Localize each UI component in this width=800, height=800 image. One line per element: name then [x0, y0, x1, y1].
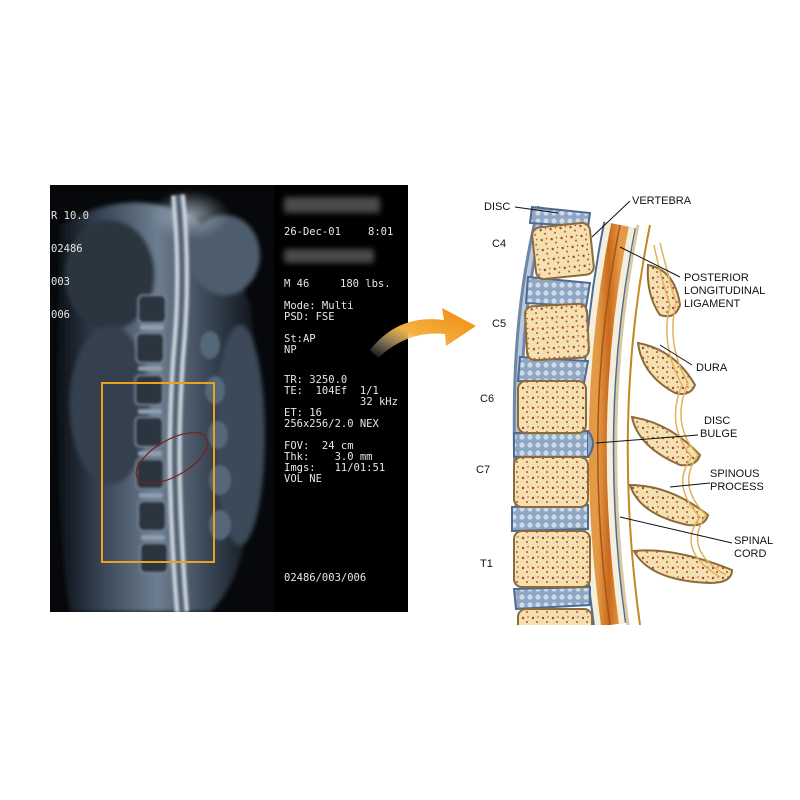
bandwidth-info: 32 kHz — [360, 396, 398, 408]
thickness-info: Thk: 3.0 mm — [284, 451, 373, 463]
et-info: ET: 16 — [284, 407, 322, 419]
label-c4: C4 — [492, 238, 507, 250]
header-line: 02486 — [51, 243, 83, 255]
label-spinous: SPINOUS — [710, 468, 760, 480]
patient-weight: 180 lbs. — [340, 278, 391, 290]
redacted-id — [284, 249, 374, 263]
te-info: TE: 104Ef 1/1 — [284, 385, 379, 397]
label-cord: CORD — [734, 548, 767, 560]
mri-scan-image — [50, 185, 274, 612]
scan-header: R 10.0 02486 003 006 — [51, 189, 89, 343]
patient-info: M 46 — [284, 278, 310, 290]
label-dura: DURA — [696, 362, 728, 374]
scan-date: 26-Dec-01 — [284, 226, 341, 238]
tr-info: TR: 3250.0 — [284, 374, 348, 386]
label-spinal: SPINAL — [734, 535, 774, 547]
scan-time: 8:01 — [368, 226, 394, 238]
header-line: 003 — [51, 276, 70, 288]
vol-info: VOL NE — [284, 473, 322, 485]
images-info: Imgs: 11/01:51 — [284, 462, 386, 474]
highlight-box — [101, 382, 215, 563]
mode-info: Mode: Multi — [284, 300, 354, 312]
header-line: R 10.0 — [51, 210, 89, 222]
psd-info: PSD: FSE — [284, 311, 335, 323]
label-vertebra: VERTEBRA — [632, 195, 692, 207]
fov-info: FOV: 24 cm — [284, 440, 354, 452]
scan-info-panel: 26-Dec-01 8:01 M 46 180 lbs. Mode: Multi… — [278, 185, 408, 612]
header-line: 006 — [51, 309, 70, 321]
np-info: NP — [284, 344, 297, 356]
spine-diagram: DISC VERTEBRA C4 C5 C6 C7 T1 POSTERIOR L… — [470, 185, 800, 625]
st-info: St:AP — [284, 333, 316, 345]
matrix-info: 256x256/2.0 NEX — [284, 418, 379, 430]
label-posterior: POSTERIOR — [684, 272, 749, 284]
redacted-name — [284, 197, 380, 213]
label-ligament: LIGAMENT — [684, 298, 741, 310]
footer-id: 02486/003/006 — [284, 572, 367, 584]
label-disc: DISC — [484, 201, 511, 213]
label-bulge: BULGE — [700, 428, 738, 440]
mri-panel: R 10.0 02486 003 006 26-Dec-01 8:01 M 46… — [50, 185, 408, 612]
bulge-annotation — [135, 432, 209, 484]
label-c6: C6 — [480, 393, 495, 405]
label-t1: T1 — [480, 558, 493, 570]
label-process: PROCESS — [710, 481, 764, 493]
label-disc-2: DISC — [704, 415, 731, 427]
label-c5: C5 — [492, 318, 507, 330]
spine-illustration — [511, 200, 734, 625]
label-c7: C7 — [476, 464, 491, 476]
label-longitudinal: LONGITUDINAL — [684, 285, 766, 297]
arrow-icon — [370, 308, 476, 358]
